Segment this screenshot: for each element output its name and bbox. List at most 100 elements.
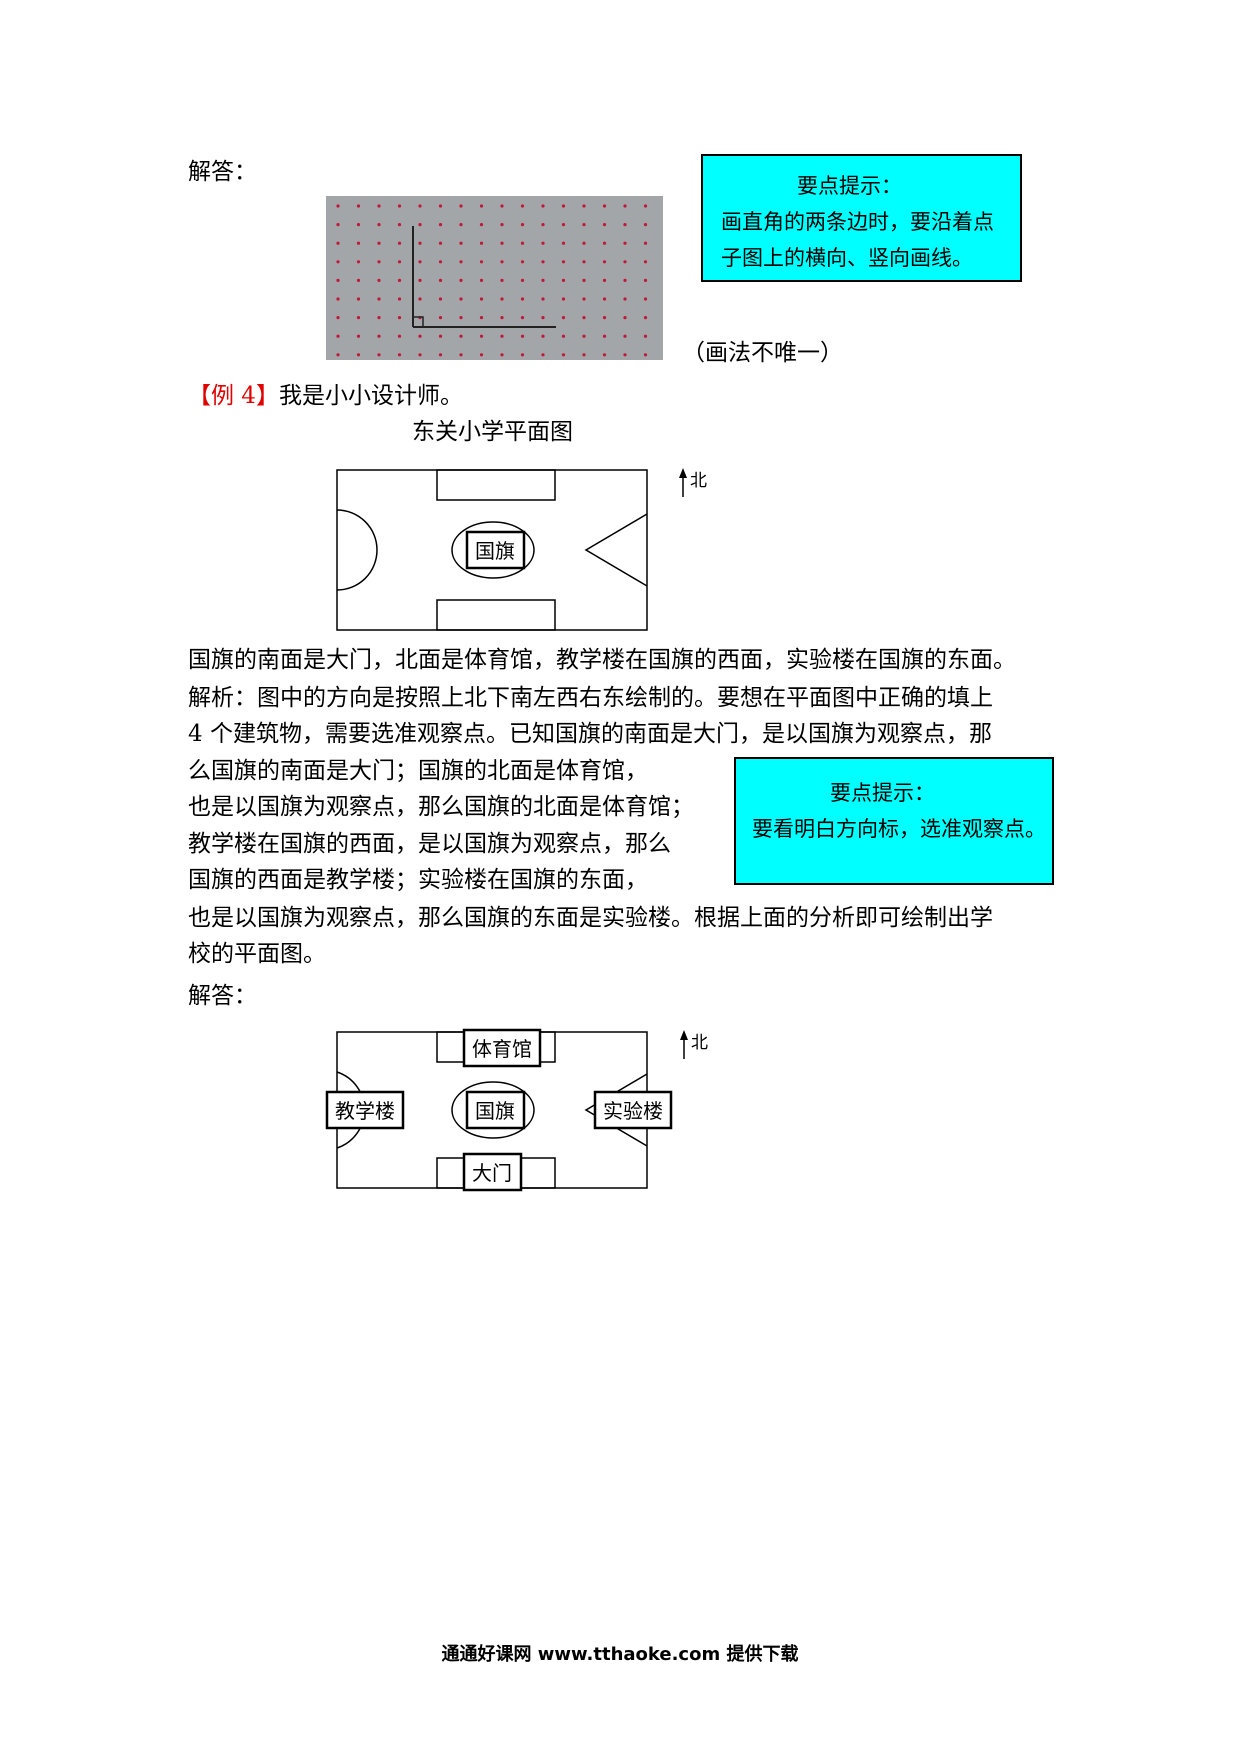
- grid-dot: [561, 260, 566, 264]
- grid-dot: [356, 260, 361, 264]
- answer-gate-box: [462, 1152, 523, 1192]
- answer-plan-diagram: 体育馆 国旗 教学楼 实验楼 大门 北: [325, 1028, 708, 1192]
- tip-box-1-title: 要点提示：: [797, 174, 902, 198]
- grid-dot: [643, 241, 648, 245]
- grid-dot: [520, 223, 525, 227]
- answer-flag-box: [465, 1090, 526, 1130]
- grid-dot: [561, 316, 566, 320]
- grid-dot: [479, 353, 484, 357]
- grid-dot: [459, 278, 463, 282]
- answer-flag-label: 国旗: [475, 1099, 515, 1123]
- grid-dot: [520, 316, 525, 320]
- example-number: 例 4: [211, 383, 256, 409]
- grid-dot: [500, 204, 504, 208]
- analysis-line-8: 校的平面图。: [188, 941, 326, 967]
- grid-dot: [623, 316, 627, 320]
- grid-dot: [438, 353, 443, 357]
- answer-teaching-box: [325, 1090, 405, 1130]
- grid-dot: [520, 334, 525, 338]
- north-arrow-icon: [679, 468, 687, 478]
- grid-dot: [336, 353, 340, 357]
- grid-dot: [500, 316, 504, 320]
- grid-dot: [541, 297, 545, 301]
- answer-north-arrow-icon: [680, 1030, 688, 1040]
- grid-dot: [459, 316, 463, 320]
- grid-dot: [643, 260, 648, 264]
- grid-dot: [479, 334, 484, 338]
- grid-dot: [397, 223, 402, 227]
- grid-dot: [418, 204, 422, 208]
- plan-flag-box: [465, 530, 526, 570]
- grid-dot: [561, 278, 566, 282]
- grid-dot: [479, 297, 484, 301]
- grid-dot: [459, 260, 463, 264]
- grid-dot: [356, 297, 361, 301]
- grid-dot: [336, 241, 340, 245]
- grid-dot: [418, 223, 422, 227]
- grid-dot: [643, 334, 648, 338]
- plan-north-slot: [436, 469, 556, 501]
- grid-dot: [500, 334, 504, 338]
- grid-dot: [459, 204, 463, 208]
- grid-dot: [356, 316, 361, 320]
- grid-dot: [623, 278, 627, 282]
- right-angle-mark: [413, 316, 424, 327]
- grid-dot: [377, 334, 381, 338]
- grid-dot: [561, 223, 566, 227]
- grid-dot: [561, 204, 566, 208]
- grid-dot: [520, 278, 525, 282]
- grid-dot: [397, 334, 402, 338]
- grid-dot: [397, 204, 402, 208]
- answer-gym-label: 体育馆: [472, 1037, 532, 1061]
- example-4-heading: 【例 4】我是小小设计师。: [188, 378, 463, 414]
- grid-dot: [602, 297, 607, 301]
- grid-dot: [582, 260, 586, 264]
- grid-dot: [459, 353, 463, 357]
- grid-dot: [336, 260, 340, 264]
- analysis-line-4: 也是以国旗为观察点，那么国旗的北面是体育馆；: [188, 794, 694, 820]
- tip-box-1-line2: 子图上的横向、竖向画线。: [721, 246, 973, 270]
- analysis-line-5: 教学楼在国旗的西面，是以国旗为观察点，那么: [188, 831, 671, 857]
- answer-label-2: 解答：: [188, 983, 257, 1009]
- grid-dot: [418, 297, 422, 301]
- grid-dot: [541, 241, 545, 245]
- grid-dot: [336, 297, 340, 301]
- grid-dot: [643, 297, 648, 301]
- grid-dot: [438, 316, 443, 320]
- grid-dot: [582, 241, 586, 245]
- grid-dot: [479, 223, 484, 227]
- grid-dot: [336, 204, 340, 208]
- statement: 国旗的南面是大门，北面是体育馆，教学楼在国旗的西面，实验楼在国旗的东面。: [188, 647, 1016, 673]
- grid-dot: [500, 260, 504, 264]
- grid-dot: [541, 260, 545, 264]
- grid-dot: [541, 334, 545, 338]
- grid-dot: [541, 353, 545, 357]
- analysis-line-1: 解析：图中的方向是按照上北下南左西右东绘制的。要想在平面图中正确的填上: [188, 685, 993, 711]
- dot-grid-dots: [336, 204, 648, 357]
- grid-dot: [582, 278, 586, 282]
- grid-dot: [356, 278, 361, 282]
- grid-dot: [643, 204, 648, 208]
- grid-dot: [418, 260, 422, 264]
- grid-dot: [418, 241, 422, 245]
- grid-dot: [336, 223, 340, 227]
- grid-dot: [520, 353, 525, 357]
- north-label: 北: [690, 471, 707, 491]
- tip-box-2-line1: 要看明白方向标，选准观察点。: [752, 817, 1046, 841]
- grid-dot: [582, 316, 586, 320]
- grid-dot: [541, 316, 545, 320]
- answer-teaching-label: 教学楼: [335, 1099, 395, 1123]
- grid-dot: [438, 241, 443, 245]
- grid-dot: [623, 241, 627, 245]
- grid-dot: [479, 241, 484, 245]
- grid-dot: [561, 334, 566, 338]
- answer-north-label: 北: [691, 1033, 708, 1053]
- answer-east-triangle: [584, 1073, 648, 1147]
- grid-dot: [582, 353, 586, 357]
- grid-dot: [582, 334, 586, 338]
- grid-dot: [356, 241, 361, 245]
- grid-dot: [356, 204, 361, 208]
- grid-dot: [602, 353, 607, 357]
- answer-gate-label: 大门: [472, 1161, 512, 1185]
- grid-dot: [459, 297, 463, 301]
